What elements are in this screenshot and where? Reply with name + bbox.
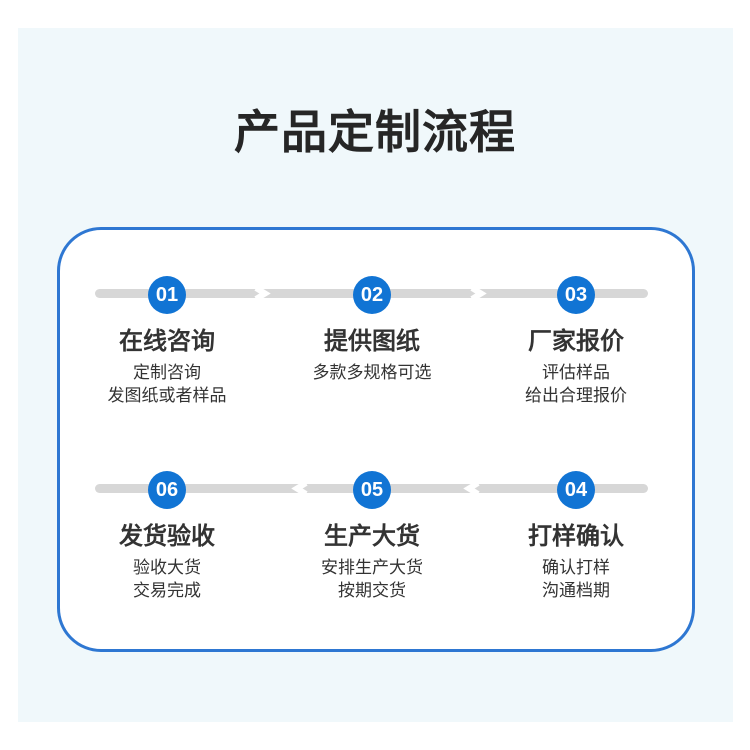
step-description: 多款多规格可选 — [262, 361, 482, 384]
step-description: 定制咨询 发图纸或者样品 — [57, 361, 277, 407]
step-number-badge: 02 — [353, 276, 391, 314]
step-06: 06 发货验收 验收大货 交易完成 — [57, 471, 277, 602]
step-description-line: 验收大货 — [133, 558, 201, 577]
step-01: 01 在线咨询 定制咨询 发图纸或者样品 — [57, 276, 277, 407]
step-description-line: 沟通档期 — [542, 581, 610, 600]
step-description-line: 给出合理报价 — [525, 386, 627, 405]
step-number-badge: 04 — [557, 471, 595, 509]
step-description-line: 交易完成 — [133, 581, 201, 600]
step-02: 02 提供图纸 多款多规格可选 — [262, 276, 482, 384]
step-03: 03 厂家报价 评估样品 给出合理报价 — [466, 276, 686, 407]
chevron-left-icon — [463, 484, 480, 493]
step-04: 04 打样确认 确认打样 沟通档期 — [466, 471, 686, 602]
step-description-line: 多款多规格可选 — [312, 363, 432, 382]
chevron-left-icon — [291, 484, 308, 493]
step-title: 提供图纸 — [324, 328, 420, 355]
step-title: 厂家报价 — [528, 328, 624, 355]
step-description: 安排生产大货 按期交货 — [262, 556, 482, 602]
step-description-line: 定制咨询 — [133, 363, 201, 382]
chevron-right-icon — [470, 289, 487, 298]
step-description-line: 按期交货 — [338, 581, 406, 600]
step-number-badge: 01 — [148, 276, 186, 314]
step-05: 05 生产大货 安排生产大货 按期交货 — [262, 471, 482, 602]
step-title: 发货验收 — [119, 523, 215, 550]
step-description: 确认打样 沟通档期 — [466, 556, 686, 602]
step-description-line: 安排生产大货 — [321, 558, 423, 577]
page-title: 产品定制流程 — [234, 106, 516, 158]
step-number-badge: 03 — [557, 276, 595, 314]
chevron-right-icon — [254, 289, 271, 298]
step-description-line: 发图纸或者样品 — [107, 386, 227, 405]
step-description-line: 确认打样 — [542, 558, 610, 577]
step-title: 打样确认 — [528, 523, 624, 550]
step-title: 在线咨询 — [119, 328, 215, 355]
step-description: 验收大货 交易完成 — [57, 556, 277, 602]
step-number-badge: 06 — [148, 471, 186, 509]
step-number-badge: 05 — [353, 471, 391, 509]
step-description: 评估样品 给出合理报价 — [466, 361, 686, 407]
step-description-line: 评估样品 — [542, 363, 610, 382]
step-title: 生产大货 — [324, 523, 420, 550]
